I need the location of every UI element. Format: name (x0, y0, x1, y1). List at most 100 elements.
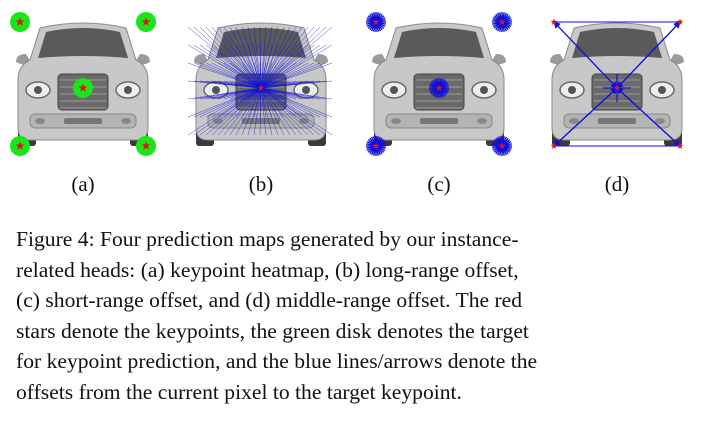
offset-line (260, 87, 333, 100)
offset-line (260, 44, 315, 89)
offset-line (260, 26, 309, 89)
keypoint-star (78, 83, 88, 92)
panel-d-label: (d) (604, 172, 630, 196)
panel-a (8, 10, 158, 160)
bumper-intake (598, 118, 636, 124)
headlight-left-bulb (212, 86, 220, 94)
headlight-right-bulb (480, 86, 488, 94)
fog-light-left (35, 118, 45, 124)
offset-line (260, 87, 267, 118)
caption-line: Figure 4: Four prediction maps generated… (16, 227, 519, 251)
offset-line (259, 87, 262, 136)
panel-d-image (550, 18, 684, 149)
offset-line (260, 26, 285, 89)
fog-light-right (655, 118, 665, 124)
offset-line (260, 26, 315, 89)
keypoint-star (257, 84, 265, 91)
offset-arrow (616, 87, 681, 147)
offset-line (260, 26, 327, 89)
keypoint-star (550, 142, 558, 149)
offset-line (260, 87, 285, 136)
bumper-intake (64, 118, 102, 124)
offset-line (260, 26, 279, 89)
offset-line (260, 62, 321, 89)
keypoint-star (676, 18, 684, 25)
keypoint-star (676, 142, 684, 149)
offset-line (217, 87, 262, 100)
keypoint-star (141, 17, 151, 26)
keypoint-star (141, 141, 151, 150)
offset-line (260, 80, 333, 89)
offset-line (260, 44, 267, 89)
offset-line (260, 87, 297, 100)
offset-line (223, 62, 262, 89)
keypoint-star (15, 141, 25, 150)
fog-light-right (477, 118, 487, 124)
offset-line (229, 80, 262, 89)
offset-line (253, 87, 262, 118)
offset-line (260, 26, 273, 89)
offset-line (260, 87, 309, 136)
offset-line (235, 87, 262, 136)
offset-line (247, 87, 262, 100)
offset-line (241, 87, 262, 136)
keypoint-star (550, 18, 558, 25)
offset-line (260, 26, 333, 89)
panel-c (364, 10, 514, 160)
offset-line (241, 87, 262, 100)
headlight-left-bulb (390, 86, 398, 94)
windshield (38, 28, 128, 58)
offset-line (193, 87, 262, 136)
windshield (394, 28, 484, 58)
headlight-right-bulb (658, 86, 666, 94)
offset-line (247, 26, 262, 89)
offset-line (260, 87, 291, 136)
panel-d (542, 10, 692, 160)
panel-b-label: (b) (248, 172, 274, 196)
offset-line (260, 87, 327, 136)
fog-light-right (121, 118, 131, 124)
offset-line (260, 26, 297, 89)
panel-c-image (366, 12, 512, 156)
headlight-left-bulb (34, 86, 42, 94)
bumper-intake (420, 118, 458, 124)
offset-line (260, 26, 267, 89)
offset-line (260, 44, 321, 89)
panel-b-image (187, 22, 333, 146)
offset-line (235, 44, 262, 89)
offset-arrow (616, 21, 681, 89)
offset-line (223, 87, 262, 136)
offset-line (217, 87, 262, 136)
offset-line (187, 87, 262, 136)
offset-line (260, 44, 333, 89)
keypoint-star (15, 17, 25, 26)
offset-line (260, 87, 303, 136)
offset-line (260, 62, 327, 89)
fog-light-left (569, 118, 579, 124)
offset-line (229, 87, 262, 100)
panel-b (186, 10, 336, 160)
headlight-left-bulb (568, 86, 576, 94)
offset-line (260, 87, 321, 136)
offset-line (260, 62, 315, 89)
headlight-right-bulb (124, 86, 132, 94)
offset-line (260, 26, 303, 89)
offset-line (235, 80, 262, 89)
offset-line (199, 62, 262, 89)
offset-line (260, 26, 321, 89)
offset-line (199, 87, 262, 118)
offset-line (223, 44, 262, 89)
offset-line (247, 87, 262, 136)
offset-line (235, 26, 262, 89)
offset-line (205, 62, 262, 89)
caption-line: for keypoint prediction, and the blue li… (16, 349, 538, 373)
offset-arrow (553, 87, 618, 147)
offset-line (253, 44, 262, 89)
caption-line: offsets from the current pixel to the ta… (16, 379, 462, 404)
keypoint-star (613, 84, 621, 91)
panel-c-label: (c) (427, 172, 451, 196)
panel-a-label: (a) (71, 172, 95, 196)
offset-line (259, 62, 262, 89)
offset-line (260, 44, 327, 89)
keypoint-star (498, 18, 506, 25)
